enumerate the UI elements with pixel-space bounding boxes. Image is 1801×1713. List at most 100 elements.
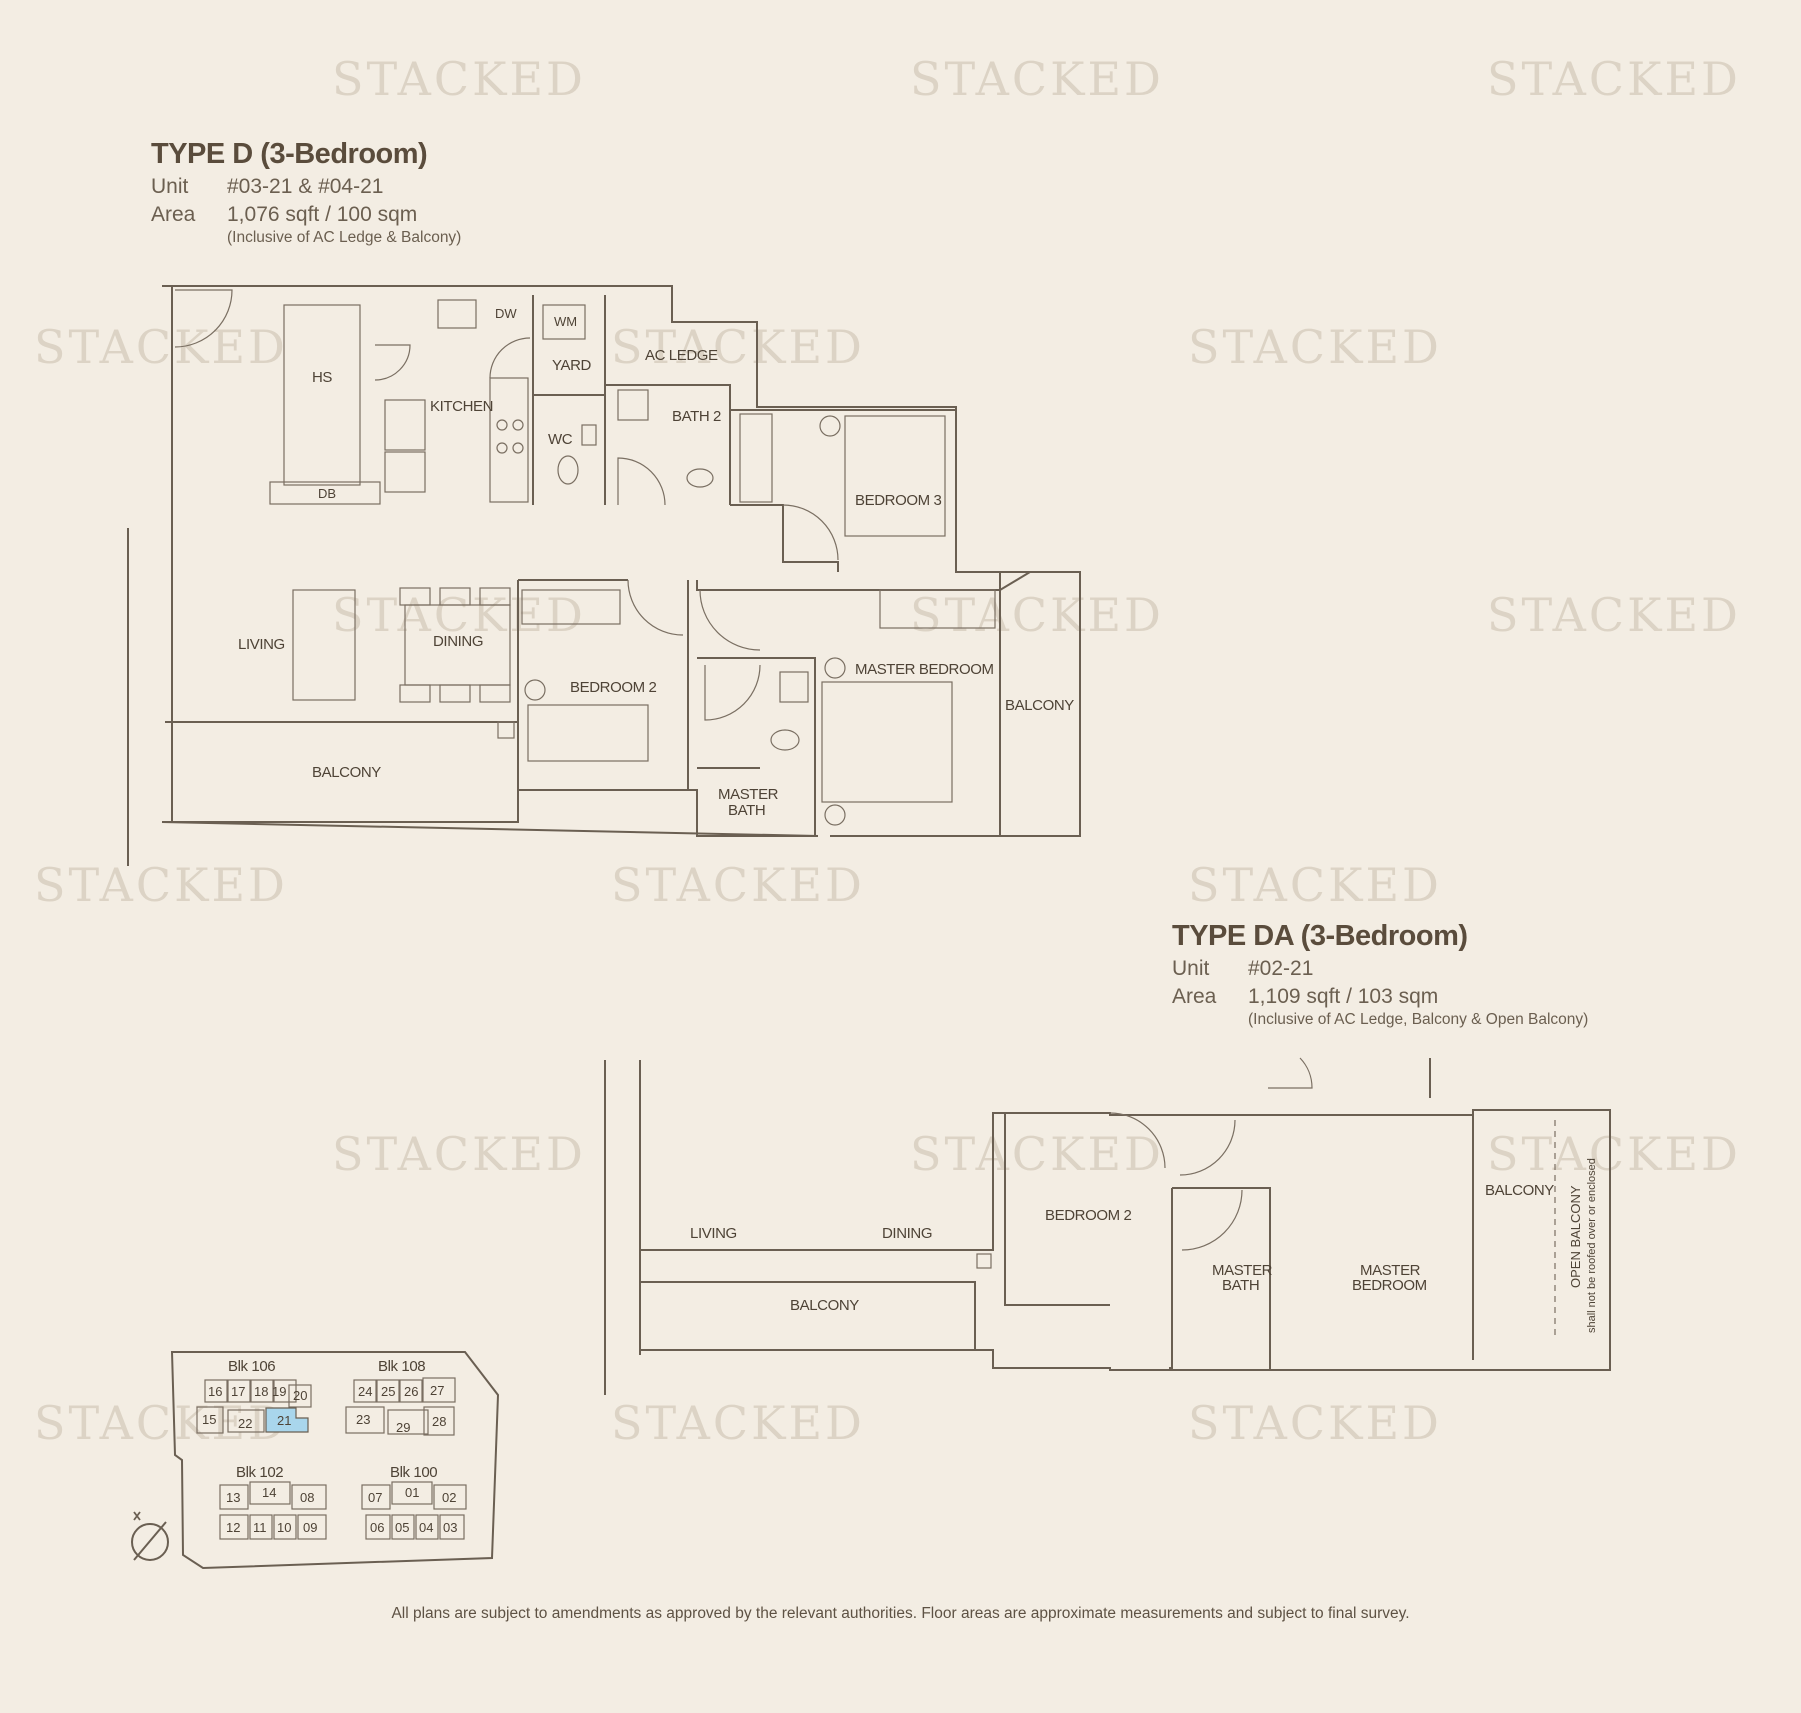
cooktop-icon <box>489 377 529 503</box>
type-da-outline <box>640 1109 1611 1371</box>
unit-cell <box>204 1379 228 1403</box>
da-label-balcony: BALCONY <box>790 1297 859 1314</box>
lamp-icon <box>524 679 546 701</box>
bedroom2-walls <box>517 579 689 790</box>
watermark: STACKED <box>611 858 865 912</box>
watermark: STACKED <box>1188 1396 1442 1450</box>
da-label-master-bath-line1: MASTER <box>1212 1262 1273 1279</box>
wardrobe-icon <box>879 589 996 629</box>
label-blk-108: Blk 108 <box>378 1358 425 1375</box>
kitchen-counter <box>384 399 426 451</box>
lamp-icon <box>824 804 846 826</box>
unit-label: 23 <box>356 1412 370 1427</box>
unit-label: 09 <box>303 1520 317 1535</box>
ac-icon <box>497 721 515 739</box>
master-bath-door-arc <box>704 664 761 721</box>
unit-cell <box>249 1481 291 1505</box>
da-master-bath-walls <box>1171 1187 1271 1370</box>
unit-cell <box>250 1379 274 1403</box>
blk-106-units: 16 17 18 19 20 15 22 21 <box>196 1379 312 1434</box>
unit-cell <box>297 1514 327 1540</box>
basin-icon <box>617 389 649 421</box>
label-dw: DW <box>495 306 517 321</box>
kitchen-counter <box>384 451 426 493</box>
label-master-bedroom: MASTER BEDROOM <box>855 661 994 678</box>
unit-cell <box>345 1406 385 1434</box>
chair-icon <box>399 684 431 703</box>
da-label-living: LIVING <box>690 1225 737 1242</box>
watermark: STACKED <box>332 1127 586 1181</box>
site-boundary <box>170 1351 500 1570</box>
da-label-master-bedroom-line2: BEDROOM <box>1352 1277 1427 1294</box>
sofa-icon <box>292 589 356 701</box>
highlighted-unit-cell[interactable] <box>265 1407 309 1433</box>
unit-label: 27 <box>430 1383 444 1398</box>
unit-label: 22 <box>238 1416 252 1431</box>
label-kitchen: KITCHEN <box>430 398 493 415</box>
hs-room <box>283 304 361 486</box>
watermark: STACKED <box>910 1127 1164 1181</box>
type-d-outline <box>161 285 1081 837</box>
chair-icon <box>399 587 431 606</box>
unit-cell <box>391 1481 433 1505</box>
unit-cell <box>399 1379 423 1403</box>
da-label-master-bedroom-line1: MASTER <box>1360 1262 1421 1279</box>
unit-label: 18 <box>254 1384 268 1399</box>
label-master-bath-line1: MASTER <box>718 786 779 803</box>
unit-label: 17 <box>231 1384 245 1399</box>
da-label-bedroom2: BEDROOM 2 <box>1045 1207 1131 1224</box>
label-balcony-right: BALCONY <box>1005 697 1074 714</box>
unit-cell <box>227 1379 251 1403</box>
disclaimer-footer: All plans are subject to amendments as a… <box>391 1605 1410 1622</box>
bedroom3-walls <box>730 409 956 572</box>
unit-label: 16 <box>208 1384 222 1399</box>
watermark: STACKED <box>34 320 288 374</box>
ac-icon <box>976 1253 992 1269</box>
blk-108-units: 24 25 26 27 23 29 28 <box>345 1377 456 1436</box>
key-plan: Blk 106 Blk 108 Blk 102 Blk 100 16 17 18… <box>131 1351 500 1570</box>
burner-icon <box>512 419 524 431</box>
unit-value: #02-21 <box>1248 957 1314 980</box>
type-da-unit-row: Unit #02-21 <box>1172 957 1588 981</box>
unit-cell <box>415 1514 439 1540</box>
unit-cell <box>196 1406 224 1434</box>
unit-label: 10 <box>277 1520 291 1535</box>
lamp-icon <box>819 415 841 437</box>
chair-icon <box>439 684 471 703</box>
unit-label: 24 <box>358 1384 372 1399</box>
unit-key: Unit <box>151 175 189 198</box>
label-blk-106: Blk 106 <box>228 1358 275 1375</box>
unit-cell <box>361 1484 391 1510</box>
sink-icon <box>437 299 477 329</box>
unit-cell <box>249 1514 273 1540</box>
chair-icon <box>439 587 471 606</box>
type-d-note: (Inclusive of AC Ledge & Balcony) <box>227 229 462 246</box>
unit-cell <box>288 1384 312 1408</box>
unit-label: 11 <box>253 1520 267 1535</box>
unit-label: 06 <box>370 1520 384 1535</box>
unit-cell <box>273 1514 297 1540</box>
da-label-dining: DINING <box>882 1225 932 1242</box>
unit-label: 14 <box>262 1485 276 1500</box>
label-dining: DINING <box>433 633 483 650</box>
db-cabinet <box>269 481 381 505</box>
label-ac-ledge: AC LEDGE <box>645 347 718 364</box>
area-value: 1,109 sqft / 103 sqm <box>1248 985 1439 1008</box>
unit-key: Unit <box>1172 957 1210 980</box>
type-d-header: TYPE D (3-Bedroom) Unit#03-21 & #04-21 A… <box>151 138 461 247</box>
da-entry-door <box>1268 1057 1313 1089</box>
bed-icon <box>821 681 953 803</box>
unit-label: 04 <box>419 1520 433 1535</box>
label-bedroom2: BEDROOM 2 <box>570 679 656 696</box>
unit-label: 13 <box>226 1490 240 1505</box>
bath2-walls <box>605 384 731 505</box>
yard-door-arc <box>489 337 531 379</box>
unit-label: 29 <box>396 1420 410 1435</box>
unit-cell <box>376 1379 400 1403</box>
watermark: STACKED <box>1487 588 1741 642</box>
toilet-icon <box>770 729 800 751</box>
unit-label: 12 <box>226 1520 240 1535</box>
